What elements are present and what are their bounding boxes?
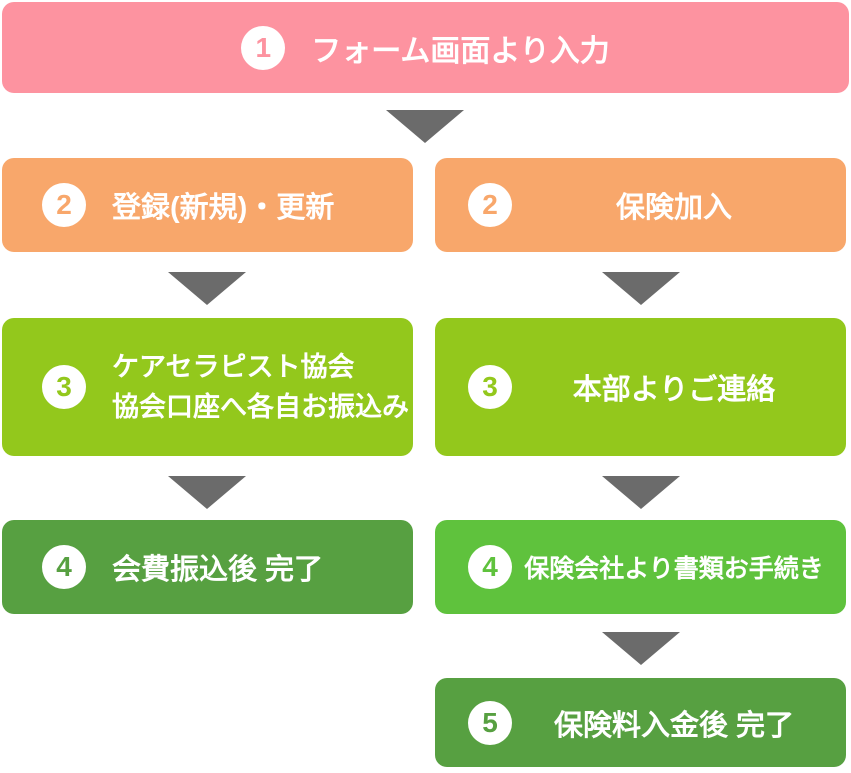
step1-label: フォーム画面より入力 — [311, 34, 610, 68]
step3-left-transfer-box: 3 ケアセラピスト協会 協会口座へ各自お振込み — [2, 318, 413, 456]
step2-left-label: 登録(新規)・更新 — [112, 192, 335, 224]
arrow-down-icon — [386, 110, 464, 143]
step4-left-complete-box: 4 会費振込後 完了 — [2, 520, 413, 614]
step4-right-label: 保険会社より書類お手続き — [524, 555, 824, 583]
step5-right-complete-box: 5 保険料入金後 完了 — [435, 678, 846, 767]
step4-right-documents-box: 4 保険会社より書類お手続き — [435, 520, 846, 614]
step1-form-input-box: 1 フォーム画面より入力 — [2, 2, 849, 93]
arrow-down-icon — [168, 476, 246, 509]
step3-left-label-line1: ケアセラピスト協会 — [112, 351, 355, 382]
arrow-down-icon — [168, 272, 246, 305]
step3-right-contact-box: 3 本部よりご連絡 — [435, 318, 846, 456]
step3-left-label-line2: 協会口座へ各自お振込み — [112, 392, 409, 422]
step3-right-label: 本部よりご連絡 — [572, 374, 776, 406]
step2-right-insurance-box: 2 保険加入 — [435, 158, 846, 252]
step5-right-number-badge: 5 — [468, 700, 512, 745]
step3-right-number-badge: 3 — [468, 365, 512, 409]
step4-left-label: 会費振込後 完了 — [112, 554, 324, 586]
step2-right-number-badge: 2 — [468, 183, 512, 227]
step4-left-number-badge: 4 — [42, 545, 86, 589]
arrow-down-icon — [602, 272, 680, 305]
step3-left-number-badge: 3 — [42, 365, 86, 409]
step2-right-label: 保険加入 — [615, 192, 732, 224]
step5-right-label: 保険料入金後 完了 — [553, 709, 795, 742]
step3-left-label: ケアセラピスト協会 協会口座へ各自お振込み — [112, 347, 409, 428]
arrow-down-icon — [602, 476, 680, 509]
step4-right-number-badge: 4 — [468, 545, 512, 589]
step2-left-registration-box: 2 登録(新規)・更新 — [2, 158, 413, 252]
step1-number-badge: 1 — [241, 25, 286, 70]
step2-left-number-badge: 2 — [42, 183, 86, 227]
arrow-down-icon — [602, 632, 680, 665]
